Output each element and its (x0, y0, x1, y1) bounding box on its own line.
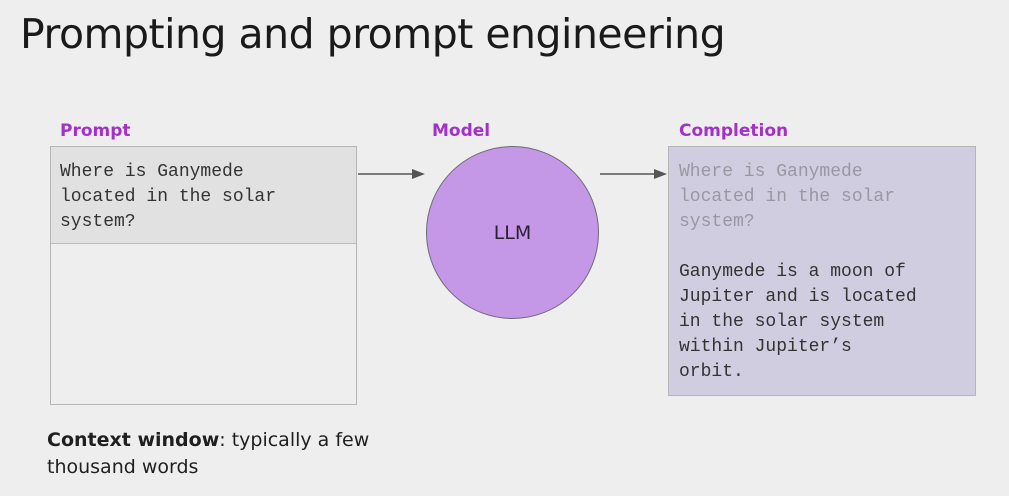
prompt-context-window: Where is Ganymede located in the solar s… (50, 146, 357, 405)
model-label: Model (432, 121, 491, 141)
llm-model-circle: LLM (426, 146, 599, 319)
completion-echoed-prompt: Where is Ganymede located in the solar s… (679, 162, 896, 232)
arrow-head (654, 169, 667, 179)
completion-label: Completion (679, 121, 789, 141)
context-window-note: Context window: typically a few thousand… (47, 427, 377, 481)
completion-box: Where is Ganymede located in the solar s… (668, 146, 976, 396)
arrow-prompt-to-model (358, 169, 425, 179)
prompt-label: Prompt (60, 121, 131, 141)
prompt-input-area (51, 147, 356, 244)
llm-label: LLM (493, 221, 532, 244)
context-window-term: Context window (47, 429, 220, 451)
prompt-text: Where is Ganymede located in the solar s… (60, 162, 277, 232)
arrow-head (412, 169, 425, 179)
slide-title: Prompting and prompt engineering (20, 10, 726, 58)
arrow-model-to-completion (600, 169, 667, 179)
context-window-description: : typically a few thousand words (47, 429, 370, 478)
completion-answer: Ganymede is a moon of Jupiter and is loc… (679, 262, 917, 382)
